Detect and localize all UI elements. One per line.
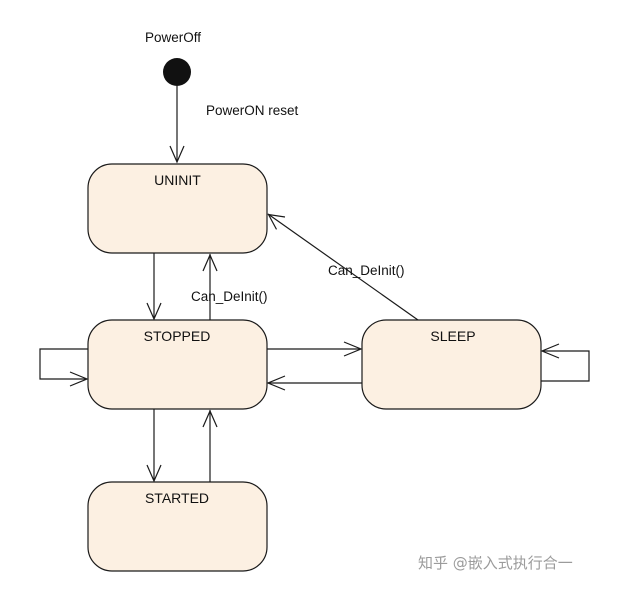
transition-stopped-to-started bbox=[146, 409, 162, 483]
transition-stopped-self-loop bbox=[39, 348, 89, 387]
transition-power-on-reset bbox=[169, 86, 185, 164]
transition-sleep-self-loop bbox=[540, 343, 590, 382]
transition-label-power-on-reset: PowerON reset bbox=[206, 103, 299, 118]
watermark-text: 知乎 @嵌入式执行合一 bbox=[418, 554, 573, 572]
transition-stopped-to-uninit bbox=[202, 253, 218, 320]
transition-stopped-to-sleep bbox=[267, 341, 363, 357]
state-started: STARTED bbox=[87, 481, 268, 572]
state-label-uninit: UNINIT bbox=[154, 172, 201, 188]
transition-label-deinit-stopped: Can_DeInit() bbox=[191, 289, 268, 304]
initial-state-label: PowerOff bbox=[145, 30, 201, 45]
state-uninit: UNINIT bbox=[87, 163, 268, 254]
state-label-sleep: SLEEP bbox=[430, 328, 475, 344]
initial-state-dot bbox=[163, 58, 191, 86]
state-label-started: STARTED bbox=[145, 490, 209, 506]
state-sleep: SLEEP bbox=[361, 319, 542, 410]
transition-uninit-to-stopped bbox=[146, 253, 162, 321]
state-stopped: STOPPED bbox=[87, 319, 268, 410]
transition-started-to-stopped bbox=[202, 409, 218, 482]
transition-label-deinit-sleep: Can_DeInit() bbox=[328, 263, 405, 278]
transition-sleep-to-stopped bbox=[266, 375, 362, 391]
transition-sleep-to-uninit bbox=[267, 213, 419, 321]
state-label-stopped: STOPPED bbox=[144, 328, 211, 344]
